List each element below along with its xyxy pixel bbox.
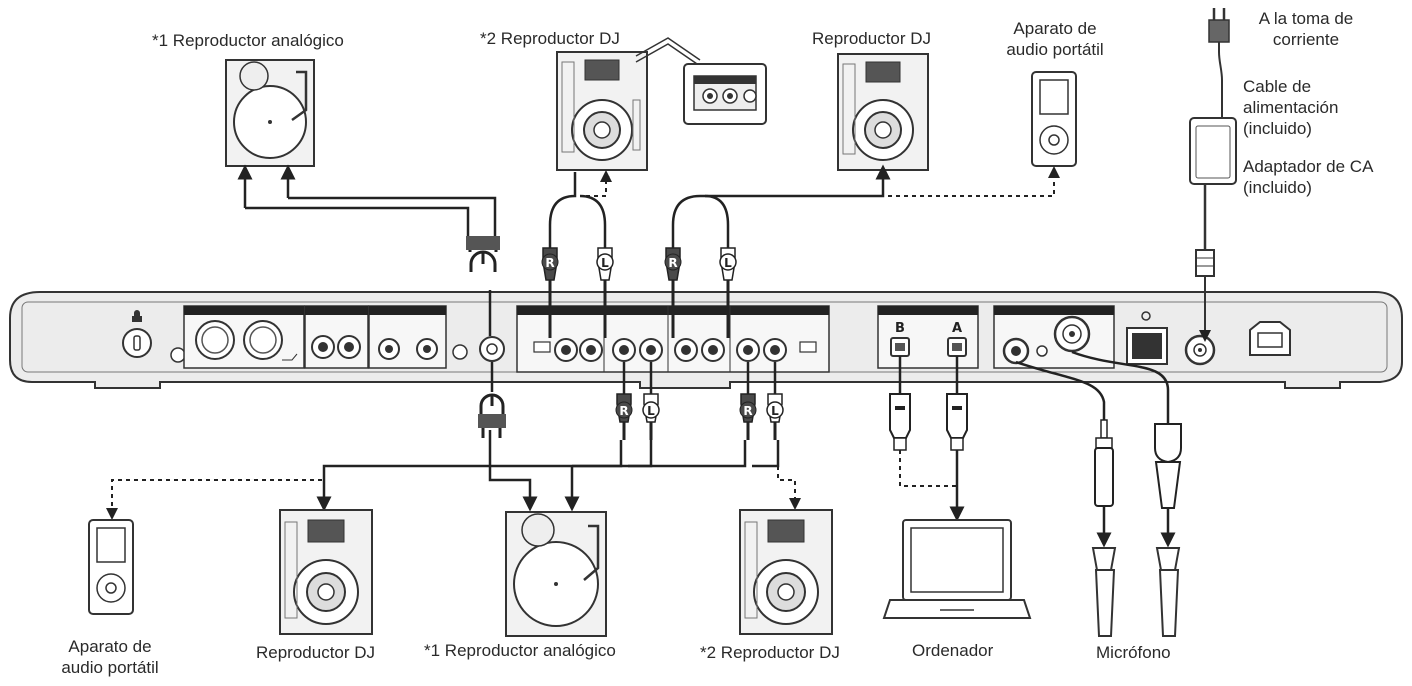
dj-player-output-callout <box>635 37 767 125</box>
top-analog-player-label: *1 Reproductor analógico <box>152 31 344 50</box>
rca-label-r: R <box>545 256 554 270</box>
bottom-dj-player-2-label: *2 Reproductor DJ <box>700 643 840 662</box>
top-portable-audio-line1: Aparato de <box>1013 19 1097 38</box>
signal-gnd-terminal <box>479 336 505 362</box>
rca-label-r: R <box>743 404 752 418</box>
microphone-left-device <box>1091 547 1117 637</box>
ch1-jacks <box>554 338 603 362</box>
microphone-label: Micrófono <box>1096 643 1171 662</box>
ac-adapter-line1: Adaptador de CA <box>1243 157 1374 176</box>
ground-fork-top <box>466 236 500 272</box>
ch2-jacks <box>612 338 663 362</box>
ch3-jacks <box>674 338 725 362</box>
bottom-dj-player-device <box>279 509 373 635</box>
dc-in-jack <box>1184 334 1216 366</box>
top-cables <box>237 164 1060 336</box>
top-dj-player-label: Reproductor DJ <box>812 29 932 48</box>
bottom-portable-audio-device <box>88 519 134 615</box>
rca-label-l: L <box>771 404 779 418</box>
rca-label-l: L <box>724 256 732 270</box>
rca-plug-ch3-l: L <box>766 393 784 440</box>
bottom-dj-player-label: Reproductor DJ <box>256 643 376 662</box>
usb-section: B A <box>877 305 979 369</box>
rca-plug-ch4-l: L <box>719 247 737 338</box>
rca-label-r: R <box>668 256 677 270</box>
cord-hook <box>1249 321 1291 356</box>
rca-plug-ch1-l: L <box>596 247 614 338</box>
mixer-rear-panel: B A <box>9 291 1403 389</box>
usb-plugs <box>889 393 968 451</box>
usb-b-port-label: B <box>895 321 905 336</box>
rca-plug-ch1-r: R <box>541 247 559 338</box>
computer-label: Ordenador <box>912 641 994 660</box>
top-dj-player-2-device <box>556 51 648 171</box>
mic-jack-plug <box>1094 419 1114 507</box>
bottom-portable-audio-line2: audio portátil <box>61 658 159 677</box>
top-analog-player-device <box>225 59 315 167</box>
ac-adapter-label: Adaptador de CA (incluido) <box>1243 156 1373 198</box>
booth-section <box>368 305 468 369</box>
power-plug-and-adapter <box>1189 8 1237 342</box>
outlet-line1: A la toma de <box>1258 9 1354 28</box>
top-dj-player-device <box>837 53 929 171</box>
top-portable-audio-label: Aparato de audio portátil <box>1000 18 1110 60</box>
top-portable-audio-line2: audio portátil <box>1006 40 1104 59</box>
master2-section <box>304 305 369 369</box>
power-cable-line2: alimentación <box>1243 98 1339 117</box>
rca-plugs-bottom: R L R L <box>615 393 784 440</box>
rca-plug-ch4-r: R <box>664 247 682 338</box>
rca-plug-ch2-l: L <box>642 393 660 440</box>
ch4-jacks <box>736 338 787 362</box>
rca-plug-ch3-r: R <box>739 393 757 440</box>
ground-fork-bottom <box>478 393 506 438</box>
top-portable-audio-device <box>1031 71 1077 167</box>
rca-label-r: R <box>619 404 628 418</box>
usb-plug-b <box>889 393 911 451</box>
outlet-line2: corriente <box>1272 30 1340 49</box>
ac-adapter-line2: (incluido) <box>1243 178 1312 197</box>
power-cable-line3: (incluido) <box>1243 119 1312 138</box>
outlet-label: A la toma de corriente <box>1246 8 1366 50</box>
microphone-right-device <box>1155 547 1181 637</box>
power-cable-label: Cable de alimentación (incluido) <box>1243 76 1338 139</box>
mic-xlr-plug <box>1154 423 1182 509</box>
master1-section <box>183 305 305 369</box>
bottom-analog-player-device <box>505 511 607 637</box>
laptop-device <box>882 519 1032 619</box>
rca-plugs-top: R L R L <box>541 247 737 338</box>
bottom-cables <box>106 350 1176 548</box>
rca-plug-ch2-r: R <box>615 393 633 440</box>
power-switch <box>1126 311 1168 365</box>
power-cable-line1: Cable de <box>1243 77 1312 96</box>
bottom-analog-player-label: *1 Reproductor analógico <box>424 641 616 660</box>
usb-a-port-label: A <box>952 321 962 336</box>
top-dj-player-2-label: *2 Reproductor DJ <box>480 29 620 48</box>
rca-label-l: L <box>647 404 655 418</box>
usb-plug-a <box>946 393 968 451</box>
rca-label-l: L <box>601 256 609 270</box>
bottom-portable-audio-label: Aparato de audio portátil <box>50 636 170 678</box>
bottom-portable-audio-line1: Aparato de <box>68 637 152 656</box>
bottom-dj-player-2-device <box>739 509 833 635</box>
